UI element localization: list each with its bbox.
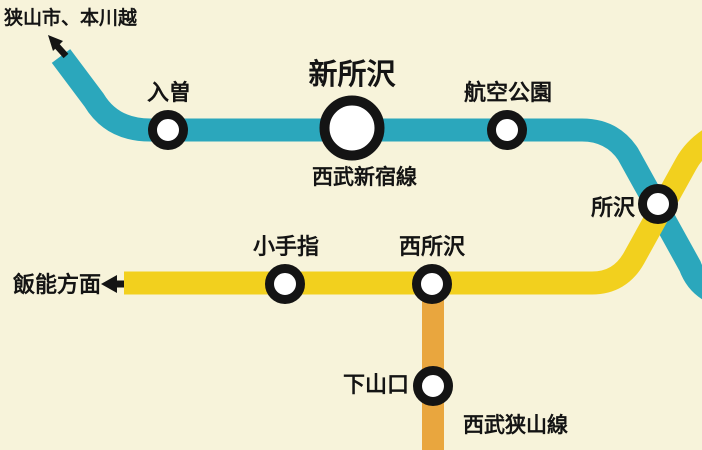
destination-label-kawagoe: 狭山市、本川越 xyxy=(4,8,138,29)
station-label-shimo-yamaguchi: 下山口 xyxy=(343,372,410,397)
destination-label-hanno: 飯能方面 xyxy=(13,272,102,297)
station-label-kokukoen: 航空公園 xyxy=(463,80,553,105)
station-label-shin-tokorozawa: 新所沢 xyxy=(308,59,396,91)
station-label-iriso: 入曽 xyxy=(146,80,192,105)
station-marker-shin-tokorozawa xyxy=(319,95,385,161)
line-label-seibu-shinjuku: 西武新宿線 xyxy=(312,166,417,189)
station-marker-tokorozawa xyxy=(638,184,678,224)
station-marker-kotesashi xyxy=(265,264,305,304)
station-marker-shimo-yamaguchi xyxy=(413,366,453,406)
seibu-shinjuku-line-path xyxy=(51,49,702,300)
arrow-left-icon xyxy=(101,275,124,293)
station-label-tokorozawa: 所沢 xyxy=(591,195,636,220)
line-label-seibu-sayama: 西武狭山線 xyxy=(463,414,568,437)
arrow-northwest-icon xyxy=(48,35,69,59)
station-marker-kokukoen xyxy=(487,110,527,150)
station-marker-iriso xyxy=(148,110,188,150)
station-label-kotesashi: 小手指 xyxy=(252,234,320,259)
station-label-nishi-tokorozawa: 西所沢 xyxy=(398,234,466,259)
station-marker-nishi-tokorozawa xyxy=(412,264,452,304)
seibu-ikebukuro-line-path xyxy=(124,130,702,295)
